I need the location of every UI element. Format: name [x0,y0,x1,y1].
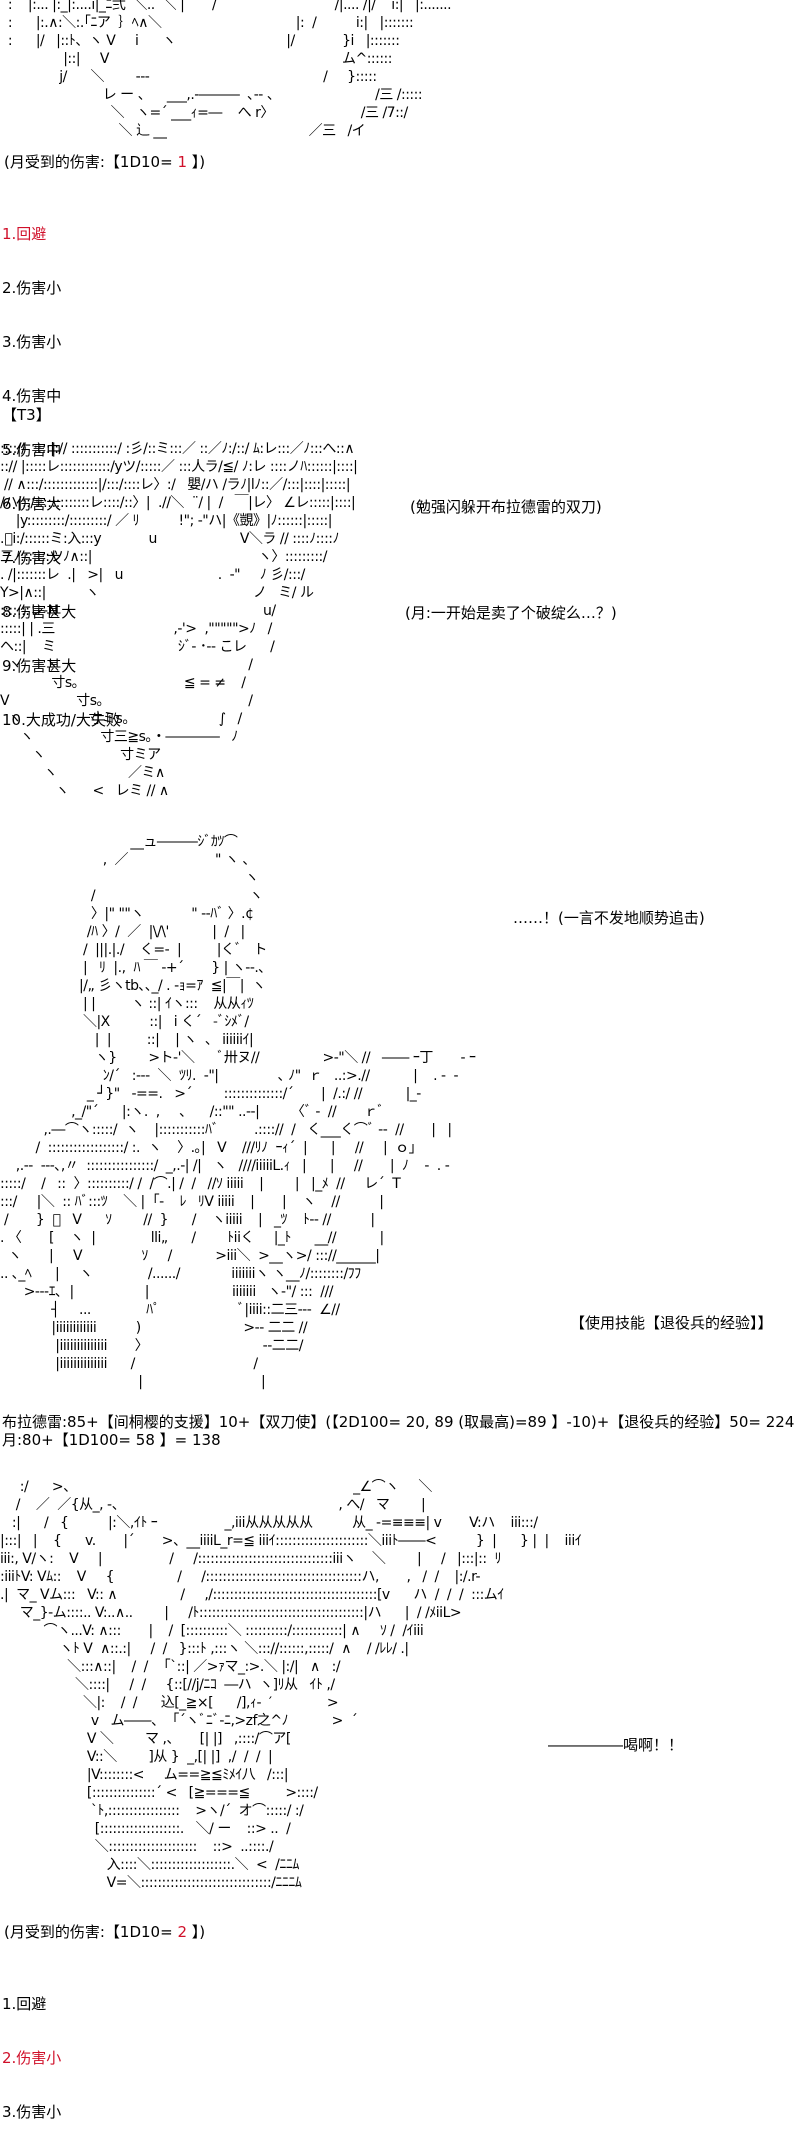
damage-roll-suffix: 】) [186,1923,206,1941]
narration-chase: ……！(一言不发地顺势追击) [513,909,705,927]
damage-table-entry: 5.伤害中 [2,441,62,459]
battle-cry: ―――――喝啊！！ [548,1736,684,1754]
damage-table-entry: 1.回避 [2,1995,47,2013]
damage-roll-value: 1 [177,153,187,171]
damage-table-entry: 1.回避 [2,225,47,243]
narration-dodge: (勉强闪躲开布拉德雷的双刀) [410,498,602,516]
calc-light-label: 月:80+【1D100= [2,1431,136,1449]
damage-roll-1: (月受到的伤害:【1D10= 1 】) [4,153,205,171]
damage-table-entry: 3.伤害小 [2,2103,62,2121]
damage-table-entry: 7.伤害大 [2,549,62,567]
ascii-art-shout: :/ >、 _∠⌒ヽ ＼ / ／ ／{从_, -、 , へ/ マ | :| / … [0,1479,582,1891]
damage-table-entry: 10.大成功/大失败 [2,711,121,729]
damage-roll-label: (月受到的伤害:【1D10= [4,153,178,171]
ascii-art-clash: __ュ―――ｼﾞｶﾂ⌒ , ／ " ヽ 、 ヽ / ヽ [0,834,476,1390]
turn-label: 【T3】 [2,406,51,424]
ascii-art-top-fragment: : |:... |:_|:....i|_ﾆ弐 ＼.. ＼ | / /|.... … [7,0,452,139]
damage-table-entry: 6.伤害大 [2,495,62,513]
damage-table-entry: 9.伤害甚大 [2,657,77,675]
skill-label: 【使用技能【退役兵的经验】】 [570,1314,773,1332]
calc-light-total: 】= 138 [154,1431,221,1449]
damage-roll-value: 2 [177,1923,187,1941]
damage-table-entry: 4.伤害中 [2,387,62,405]
damage-table-entry: 2.伤害小 [2,279,62,297]
damage-table-entry: 8.伤害甚大 [2,603,77,621]
damage-roll-label: (月受到的伤害:【1D10= [4,1923,178,1941]
damage-table-2: 1.回避 2.伤害小 3.伤害小 [2,1959,61,2139]
damage-table-entry: 3.伤害小 [2,333,62,351]
damage-table-1: 1.回避 2.伤害小 3.伤害小 4.伤害中 5.伤害中 6.伤害大 7.伤害大… [2,189,121,747]
calc-light-roll: 58 [135,1431,155,1449]
calc-light: 月:80+【1D100= 58 】= 138 [2,1431,221,1449]
ascii-art-light-face: ::::// ::::|:// :::::::::::/ :彡/::ミ:::／ … [0,441,358,799]
damage-roll-suffix: 】) [186,153,206,171]
calc-bradley: 布拉德雷:85+【间桐樱的支援】10+【双刀使】(【2D100= 20, 89 … [2,1413,795,1431]
damage-roll-2: (月受到的伤害:【1D10= 2 】) [4,1923,205,1941]
damage-table-entry: 2.伤害小 [2,2049,62,2067]
narration-thought: (月:一开始是卖了个破绽么…？) [405,604,617,622]
